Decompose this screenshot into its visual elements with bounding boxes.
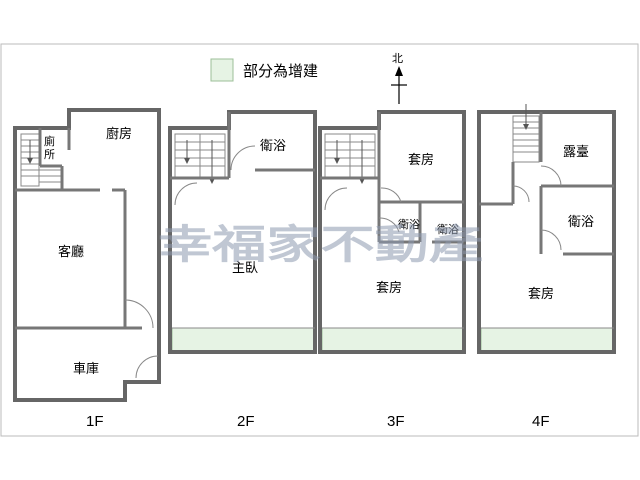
floor-2f: 衛浴 主臥 2F <box>168 110 317 430</box>
floor-label-3f: 3F <box>387 413 405 430</box>
watermark: 幸福家不動產 <box>158 222 483 268</box>
north-arrow: 北 <box>391 52 407 104</box>
room-bath1-3f: 衛浴 <box>398 218 420 231</box>
room-terrace-4f: 露臺 <box>563 145 589 160</box>
room-toilet-1f-line2: 所 <box>44 148 55 161</box>
extension-3f <box>321 327 465 353</box>
room-garage-1f: 車庫 <box>73 362 99 377</box>
legend: 部分為增建 <box>210 58 318 82</box>
room-kitchen-1f: 廚房 <box>106 126 132 142</box>
room-suite2-3f: 套房 <box>376 280 402 296</box>
floor-label-4f: 4F <box>532 413 550 430</box>
outer-frame <box>0 43 639 437</box>
room-living-1f: 客廳 <box>58 244 84 260</box>
stair-3f <box>324 133 376 184</box>
room-bath-4f: 衛浴 <box>568 215 594 230</box>
legend-swatch <box>210 58 234 82</box>
room-bath-2f: 衛浴 <box>260 139 286 154</box>
room-suite1-3f: 套房 <box>408 152 434 168</box>
stair-4f <box>512 104 540 163</box>
room-master-2f: 主臥 <box>232 261 258 276</box>
floor-4f: 露臺 衛浴 套房 4F <box>477 104 616 430</box>
floor-label-1f: 1F <box>86 413 104 430</box>
extension-4f <box>480 327 614 353</box>
floor-label-2f: 2F <box>237 413 255 430</box>
room-bath2-3f: 衛浴 <box>437 223 459 236</box>
north-label: 北 <box>392 52 403 65</box>
floor-1f: 廚房 廁 所 客廳 車庫 1F <box>13 108 161 430</box>
room-suite-4f: 套房 <box>528 286 554 302</box>
stair-1f <box>20 133 62 187</box>
legend-label: 部分為增建 <box>243 62 318 80</box>
room-toilet-1f-line1: 廁 <box>44 134 55 148</box>
extension-2f <box>171 327 316 353</box>
floor-3f: 套房 衛浴 衛浴 套房 3F <box>318 110 466 430</box>
